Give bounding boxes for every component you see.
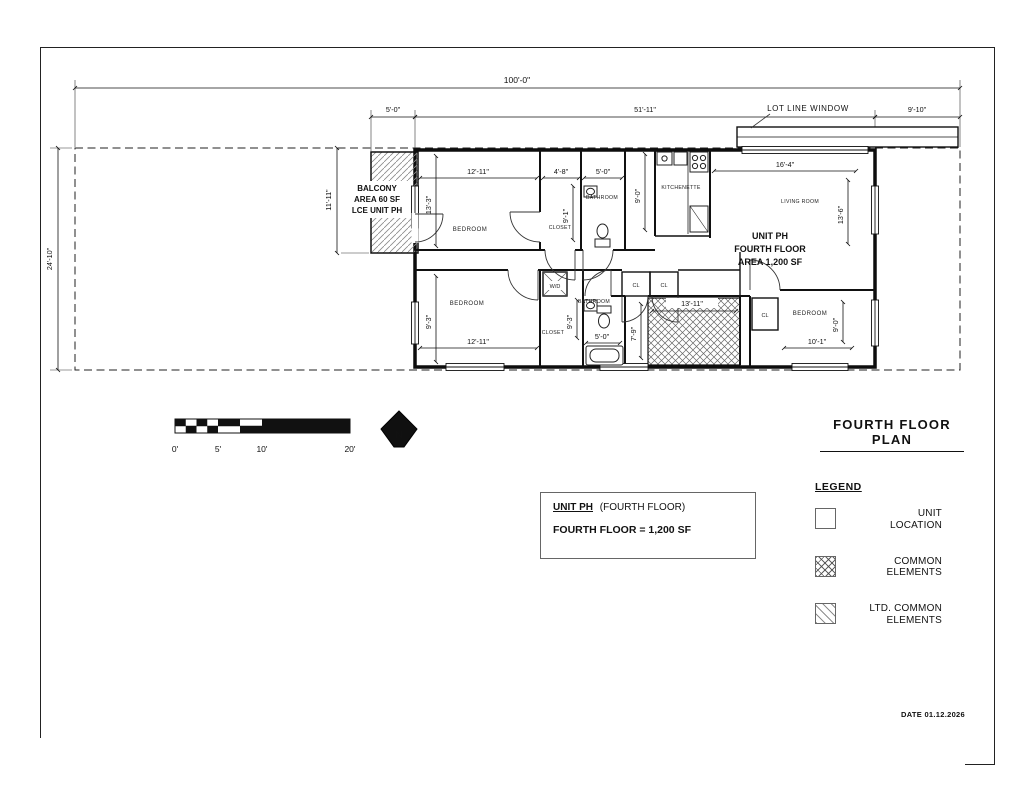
- legend-item-unit-location: UNIT LOCATION: [815, 508, 942, 532]
- legend-label-line: COMMON: [894, 555, 942, 567]
- unit-location-swatch: [815, 508, 836, 529]
- lot-line-window: LOT LINE WINDOW: [736, 104, 959, 148]
- plan-title: FOURTH FLOOR PLAN: [820, 417, 964, 452]
- fixtures: [583, 151, 709, 366]
- legend-label-line: LTD. COMMON: [869, 603, 942, 615]
- room-label-cl2: CL: [660, 283, 667, 289]
- dim-bed-tl-depth: 13'-3": [424, 195, 433, 214]
- balcony-lce: LCE UNIT PH: [352, 206, 402, 215]
- dim-living-depth: 13'-6": [836, 205, 845, 224]
- dim-closet-top-width: 4'-8": [554, 167, 569, 176]
- legend-label-line: UNIT: [917, 508, 942, 519]
- room-label-bedroom-bl: BEDROOM: [450, 301, 485, 307]
- info-floor-note: (FOURTH FLOOR): [599, 502, 686, 513]
- ltd-common-elements-swatch: [815, 603, 836, 625]
- dim-stair-depth: 7'-9": [629, 326, 638, 341]
- room-label-kitchenette: KITCHENETTE: [661, 185, 701, 191]
- legend-item-ltd-common-elements: LTD. COMMON ELEMENTS: [815, 603, 942, 627]
- dim-bed-bl-depth: 9'-3": [424, 314, 433, 329]
- dim-kitchenette-depth: 9'-0": [633, 188, 642, 203]
- unit-name: UNIT PH: [752, 231, 788, 241]
- room-label-bathroom-top: BATHROOM: [586, 195, 618, 201]
- legend-label-line: ELEMENTS: [886, 567, 942, 579]
- doors: [414, 211, 781, 323]
- room-label-closet-top: CLOSET: [549, 225, 572, 231]
- room-label-bedroom-tl: BEDROOM: [453, 227, 488, 233]
- dim-living-width: 16'-4": [776, 160, 795, 169]
- dim-unit-width: 51'-11": [634, 105, 656, 114]
- legend-title: LEGEND: [815, 481, 862, 493]
- dim-bed-tl-width: 12'-11": [467, 167, 489, 176]
- legend: LEGEND UNIT LOCATION COMMON ELEMENTS LTD…: [815, 481, 942, 651]
- dim-balcony-depth: 11'-11": [324, 189, 333, 211]
- dim-bed-br-width: 10'-1": [808, 337, 827, 346]
- info-unit-name: UNIT PH: [553, 502, 593, 513]
- legend-label-ltd-common-elements: LTD. COMMON ELEMENTS: [869, 603, 942, 627]
- scale-tick-5: 5': [215, 444, 222, 454]
- room-labels: BEDROOM CLOSET BATHROOM KITCHENETTE LIVI…: [450, 185, 828, 336]
- dim-stair-width: 13'-11": [681, 299, 703, 308]
- dim-right-offset: 9'-10": [908, 105, 927, 114]
- room-label-living: LIVING ROOM: [781, 199, 819, 205]
- info-area-line: FOURTH FLOOR = 1,200 SF: [553, 524, 691, 536]
- unit-floor: FOURTH FLOOR: [734, 244, 806, 254]
- dim-bath-top-width: 5'-0": [596, 167, 611, 176]
- lot-line-window-label: LOT LINE WINDOW: [767, 104, 849, 113]
- room-label-wd: W/D: [550, 284, 561, 290]
- legend-label-line: LOCATION: [890, 519, 942, 531]
- common-elements-swatch: [815, 555, 836, 577]
- lot-line-boundary: [74, 147, 961, 371]
- dim-closet-top-depth: 9'-1": [561, 208, 570, 223]
- stairs: [647, 297, 741, 366]
- dim-bath-bottom-width: 5'-0": [595, 332, 610, 341]
- scale-tick-0: 0': [172, 444, 179, 454]
- balcony: BALCONY AREA 60 SF LCE UNIT PH: [342, 151, 419, 254]
- dim-bed-br-depth: 9'-0": [831, 317, 840, 332]
- dim-lot-depth: 24'-10": [45, 247, 54, 270]
- windows: [411, 146, 879, 371]
- outer-dimensions: 100'-0" 5'-0" 51'-11" 9'-10" 24'-10" 11'…: [45, 75, 963, 373]
- unit-area: AREA 1,200 SF: [738, 257, 803, 267]
- dim-overall-width: 100'-0": [504, 75, 530, 85]
- interior-walls: [415, 150, 875, 367]
- legend-label-common-elements: COMMON ELEMENTS: [886, 556, 942, 580]
- info-line-unit: UNIT PH (FOURTH FLOOR): [553, 502, 743, 513]
- scale-bar: 0' 5' 10' 20': [172, 418, 356, 454]
- interior-dimensions: 12'-11" 4'-8" 5'-0" 16'-4" 13'-3" 9'-1" …: [417, 151, 859, 365]
- page-label: PAGE 08 OF 13: [0, 738, 965, 800]
- room-label-bathroom-bottom: BATHROOM: [578, 299, 610, 305]
- room-label-cl1: CL: [632, 283, 639, 289]
- legend-label-line: ELEMENTS: [886, 614, 942, 626]
- legend-item-common-elements: COMMON ELEMENTS: [815, 555, 942, 580]
- legend-label-unit-location: UNIT LOCATION: [890, 508, 942, 532]
- date-label: DATE 01.12.2026: [901, 710, 965, 719]
- dim-bed-bl-width: 12'-11": [467, 337, 489, 346]
- unit-info-box: UNIT PH (FOURTH FLOOR) FOURTH FLOOR = 1,…: [540, 492, 756, 559]
- room-label-cl3: CL: [761, 313, 768, 319]
- dim-closet-bottom-depth: 9'-3": [565, 314, 574, 329]
- room-label-bedroom-br: BEDROOM: [793, 311, 828, 317]
- north-letter: N: [395, 429, 403, 441]
- dim-balcony-width: 5'-0": [386, 105, 401, 114]
- scale-tick-10: 10': [256, 444, 267, 454]
- scale-tick-20: 20': [344, 444, 355, 454]
- balcony-label: BALCONY: [357, 184, 397, 193]
- balcony-area: AREA 60 SF: [354, 195, 400, 204]
- room-label-closet-bottom: CLOSET: [542, 330, 565, 336]
- unit-label: UNIT PH FOURTH FLOOR AREA 1,200 SF: [734, 231, 806, 267]
- north-arrow: N: [380, 410, 418, 448]
